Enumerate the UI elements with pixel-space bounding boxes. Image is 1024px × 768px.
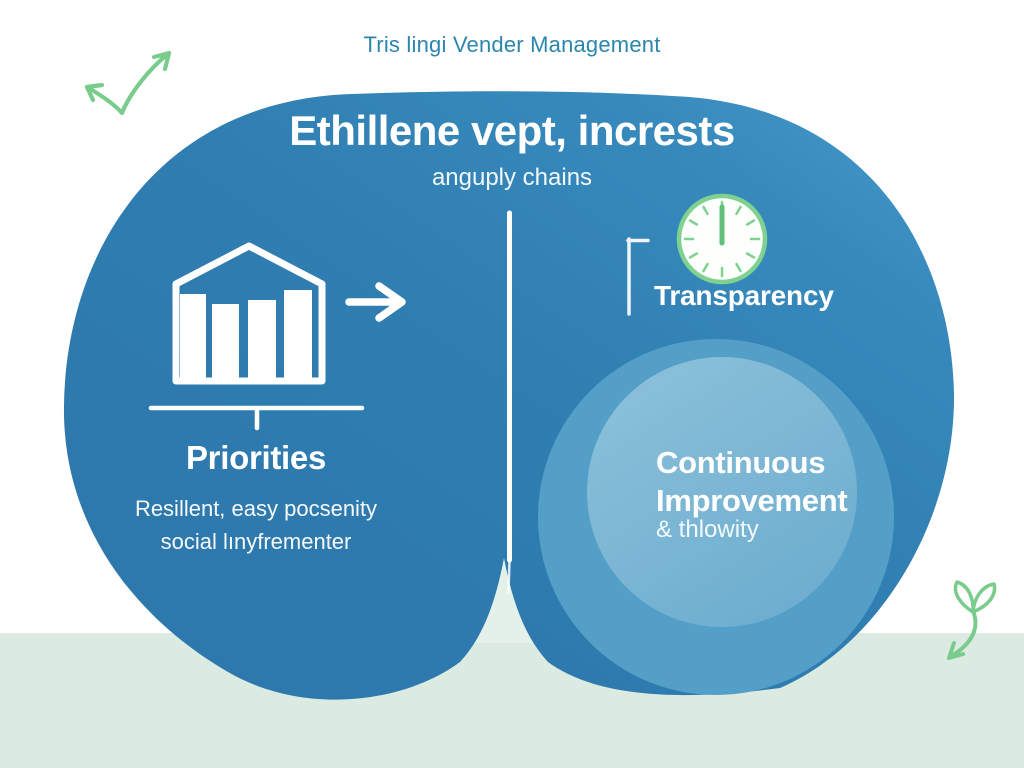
bar-chart-building-icon bbox=[172, 242, 326, 385]
priorities-heading: Priorities bbox=[185, 439, 327, 476]
hero-subheading: anguply chains bbox=[431, 164, 593, 191]
continuous-improvement-heading: Continuous Improvement bbox=[656, 444, 848, 520]
priorities-description-line1: Resillent, easy pocsenity bbox=[134, 496, 378, 521]
sprout-arrow-doodle bbox=[947, 580, 997, 660]
continuous-improvement-line1: Continuous bbox=[656, 445, 826, 480]
clock-icon bbox=[676, 193, 768, 285]
priorities-description: Resillent, easy pocsenity social lınyfre… bbox=[66, 492, 446, 558]
priorities-description-line2: social lınyfrementer bbox=[160, 529, 352, 554]
continuous-improvement-subtext: & thlowity bbox=[656, 516, 759, 543]
footer-band bbox=[0, 633, 1024, 768]
hero-heading: Ethillene vept, incrests bbox=[289, 107, 735, 154]
corner-bracket-icon bbox=[626, 237, 650, 316]
right-arrow-icon bbox=[345, 282, 406, 322]
transparency-label: Transparency bbox=[654, 280, 834, 311]
continuous-improvement-line2: Improvement bbox=[656, 483, 848, 518]
double-arrow-check-doodle bbox=[84, 50, 172, 116]
underline-rule bbox=[148, 405, 365, 431]
improvement-bubble-inner bbox=[587, 357, 857, 627]
page-title: Tris lingi Vender Management bbox=[363, 32, 661, 57]
center-divider-line bbox=[507, 210, 512, 594]
